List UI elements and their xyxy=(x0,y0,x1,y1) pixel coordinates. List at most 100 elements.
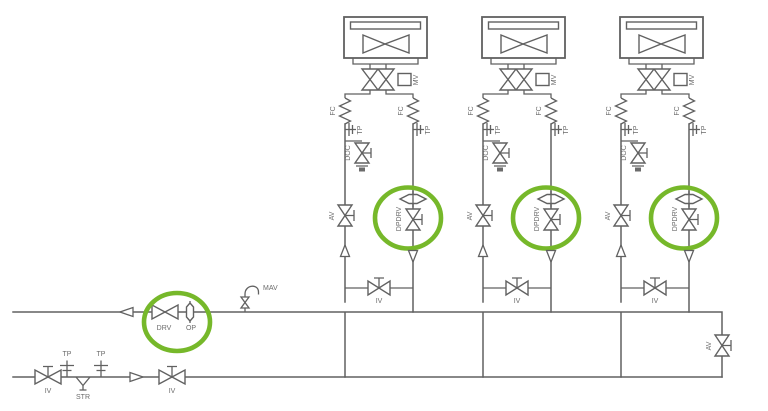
drv-label: DRV xyxy=(157,325,172,332)
fc-flex-icon xyxy=(475,97,491,125)
mav-vent-icon xyxy=(239,294,251,312)
tp-label: TP xyxy=(357,125,364,134)
mv-actuator-box xyxy=(535,72,550,87)
fcu-neck xyxy=(352,58,419,65)
strainer-icon xyxy=(75,376,91,391)
iv-label: IV xyxy=(514,298,521,305)
fcu-neck xyxy=(490,58,557,65)
valve-stem-icon xyxy=(621,210,631,221)
fcu-tails xyxy=(369,64,387,69)
tp-label: TP xyxy=(495,125,502,134)
fcu-branch: MV FC FC TP TP DOC AV DPDRV xyxy=(605,16,720,378)
iv-label: IV xyxy=(376,298,383,305)
iv-label: IV xyxy=(652,298,659,305)
flow-arrow-left-icon xyxy=(118,306,134,318)
valve-stem-icon xyxy=(345,210,355,221)
valve-stem-icon xyxy=(374,277,384,288)
mv-label: MV xyxy=(413,74,420,85)
fc-flex-icon xyxy=(405,97,421,125)
doc-cap-icon xyxy=(359,167,365,172)
dpdrv-label: DPDRV xyxy=(672,206,679,231)
flow-arrow-down-icon xyxy=(407,249,419,264)
green-highlight-ring xyxy=(648,185,720,251)
fan-bowtie-icon xyxy=(638,33,686,55)
doc-stem-icon xyxy=(356,148,372,167)
valve-stem-icon xyxy=(483,210,493,221)
flow-arrow-down-icon xyxy=(545,249,557,264)
fc-label: FC xyxy=(674,106,681,115)
iv-label: IV xyxy=(169,388,176,395)
av-label: AV xyxy=(706,341,713,350)
green-highlight-ring xyxy=(372,185,444,251)
fcu-neck xyxy=(628,58,695,65)
op-label: OP xyxy=(186,325,196,332)
dpdrv-label: DPDRV xyxy=(396,206,403,231)
mv-label: MV xyxy=(689,74,696,85)
return-main-pipe xyxy=(12,311,723,378)
mv-valve-icon xyxy=(636,68,672,91)
tp-label: TP xyxy=(701,125,708,134)
valve-stem-icon xyxy=(722,340,732,351)
tp-label: TP xyxy=(97,351,106,358)
fcu-tails xyxy=(645,64,663,69)
tp-test-point-icon xyxy=(413,123,424,136)
tp-test-point-icon xyxy=(60,360,74,377)
tp-test-point-icon xyxy=(94,360,108,377)
fc-label: FC xyxy=(398,106,405,115)
main-pipes xyxy=(12,306,723,383)
mv-actuator-box xyxy=(673,72,688,87)
valve-stem-icon xyxy=(689,214,699,225)
tp-test-point-icon xyxy=(551,123,562,136)
mv-label: MV xyxy=(551,74,558,85)
tp-label: TP xyxy=(63,351,72,358)
dpdrv-label: DPDRV xyxy=(534,206,541,231)
flow-arrow-down-icon xyxy=(683,249,695,264)
end-bypass: AV xyxy=(706,334,732,357)
valve-stem-icon xyxy=(650,277,660,288)
fcu-grille xyxy=(349,21,422,30)
return-line-fittings: DRV OP MAV xyxy=(141,285,278,354)
tp-test-point-icon xyxy=(689,123,700,136)
fcu-branch: MV FC FC TP TP DOC AV DPDRV xyxy=(329,16,444,378)
valve-drop-pipes xyxy=(620,90,690,98)
mav-hook-icon xyxy=(244,285,260,295)
fan-bowtie-icon xyxy=(500,33,548,55)
fc-label: FC xyxy=(536,106,543,115)
doc-label: DOC xyxy=(483,145,490,161)
mv-valve-icon xyxy=(360,68,396,91)
doc-cap-icon xyxy=(635,167,641,172)
supply-line-fittings: IV TP STR TP IV xyxy=(34,351,186,401)
mv-valve-icon xyxy=(498,68,534,91)
valve-stem-icon xyxy=(551,214,561,225)
flow-arrow-up-icon xyxy=(339,243,351,258)
tp-label: TP xyxy=(425,125,432,134)
doc-label: DOC xyxy=(621,145,628,161)
tp-label: TP xyxy=(563,125,570,134)
tp-test-point-icon xyxy=(483,123,494,136)
fc-label: FC xyxy=(468,106,475,115)
valve-stem-icon xyxy=(167,365,177,377)
av-label: AV xyxy=(605,211,612,220)
tp-test-point-icon xyxy=(345,123,356,136)
flow-arrow-up-icon xyxy=(615,243,627,258)
fan-bowtie-icon xyxy=(362,33,410,55)
orifice-plate-icon xyxy=(185,301,195,323)
green-highlight-ring xyxy=(510,185,582,251)
fc-flex-icon xyxy=(337,97,353,125)
fcu-tails xyxy=(507,64,525,69)
str-label: STR xyxy=(76,394,90,401)
tp-test-point-icon xyxy=(621,123,632,136)
mv-actuator-box xyxy=(397,72,412,87)
fc-flex-icon xyxy=(543,97,559,125)
av-label: AV xyxy=(329,211,336,220)
valve-drop-pipes xyxy=(482,90,552,98)
fcu-grille xyxy=(625,21,698,30)
valve-stem-icon xyxy=(413,214,423,225)
valve-drop-pipes xyxy=(344,90,414,98)
flow-arrow-up-icon xyxy=(477,243,489,258)
fcu-grille xyxy=(487,21,560,30)
doc-cap-icon xyxy=(497,167,503,172)
doc-label: DOC xyxy=(345,145,352,161)
fc-label: FC xyxy=(330,106,337,115)
